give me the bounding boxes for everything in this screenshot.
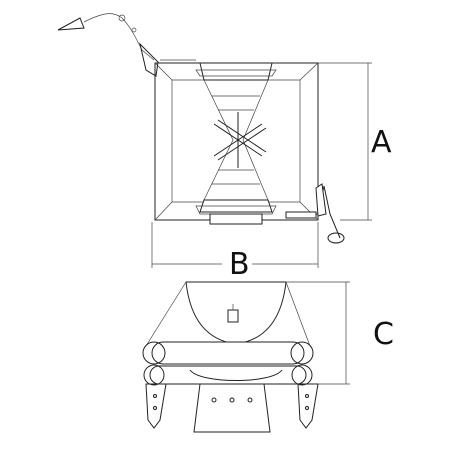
lower-buoyancy-tube [149,365,307,385]
dimension-b: B [151,222,319,282]
bottom-pocket [209,213,263,225]
ballast-bag-right [297,383,319,429]
ballast-bag-left [145,383,167,429]
dimension-a-label: A [371,125,392,160]
canopy-hourglass [195,62,277,225]
side-view [142,281,319,433]
dimension-b-label: B [229,247,250,282]
boarding-handle [285,183,345,244]
top-view [57,13,345,244]
ballast-container [193,383,271,433]
dimension-a: A [318,62,392,221]
corner-line [299,62,319,81]
sea-anchor [57,13,196,77]
dimension-c: C [286,281,394,385]
dimension-c-label: C [373,317,394,352]
upper-buoyancy-tube [151,341,305,365]
corner-line [154,201,173,221]
arch-cross [213,112,267,168]
